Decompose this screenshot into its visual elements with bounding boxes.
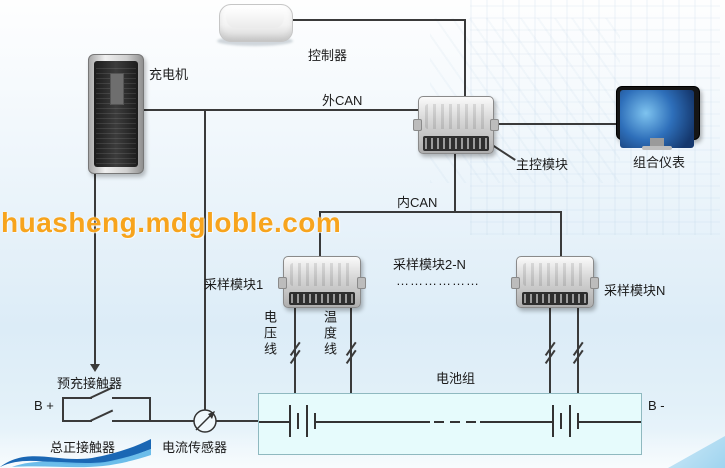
wire-internal-can-bus [319,211,562,213]
bottom-left-logo-swoosh [0,439,151,468]
ecu-ribs [290,263,354,286]
ecu-mounting-tab [511,277,520,289]
charger-label: 充电机 [149,67,189,82]
wire-main-positive-left [62,420,92,422]
ecu-ribs [523,263,587,286]
current-sensor-symbol [193,409,217,433]
ecu-connector [423,136,489,151]
battery-plate-short [560,413,562,429]
battery-plate-long [552,405,554,437]
wire-module-to-instrument [492,123,616,125]
battery-wire [316,421,430,423]
wire-to-battery-positive [112,420,258,422]
battery-wire-dash [450,421,460,423]
battery-pack-label: 电池组 [436,371,476,386]
external-can-label: 外CAN [322,93,363,108]
site-watermark: huasheng.mdgloble.com [1,207,342,238]
b-plus-terminal-label: B + [34,398,54,413]
controller-topface [226,7,284,28]
ecu-mounting-tab [490,119,499,132]
battery-wire [480,421,552,423]
wire-loop-left [62,397,64,422]
battery-wire-dash [434,421,444,423]
current-sensor-label: 电流传感器 [162,440,228,455]
instrument-cluster-device [616,86,700,152]
wire-charger-power-vertical [204,109,206,410]
instrument-stand [650,138,664,146]
controller-device [213,4,297,46]
battery-wire-dash [466,421,476,423]
instrument-base [642,146,672,150]
wire-precharge-left [62,397,92,399]
voltage-line-label: 电压线 [262,310,277,358]
ecu-ribs [424,103,488,130]
ecu-connector [521,292,589,305]
battery-plate-long [306,405,308,437]
sampling-module-1-device [278,256,366,308]
main-control-module-label: 主控模块 [516,157,569,172]
main-control-module-device [413,96,499,154]
ecu-mounting-tab [413,119,422,132]
ecu-mounting-tab [590,277,599,289]
ecu-mounting-tab [278,277,287,289]
battery-wire [259,421,289,423]
ecu-mounting-tab [357,277,366,289]
controller-label: 控制器 [308,48,348,63]
wire-drop-sampling-n [560,211,562,257]
wire-loop-right [149,397,151,422]
internal-can-label: 内CAN [397,195,438,210]
wire-external-can [142,109,419,111]
sampling-module-2n-label: 采样模块2-N [393,257,466,272]
temperature-line-label: 温度线 [322,310,337,358]
wire-charger-to-contactors [94,172,96,364]
b-minus-terminal-label: B - [648,398,665,413]
main-positive-contactor-label: 总正接触器 [50,440,116,455]
battery-plate-short [297,413,299,429]
sampling-module-n-label: 采样模块N [604,283,666,298]
charger-device [88,54,144,174]
sampling-module-2n-dots: ……………… [396,273,480,288]
precharge-contactor-label: 预充接触器 [57,376,123,391]
sampling-module-n-device [511,256,599,308]
wire-controller-horizontal [293,19,465,21]
wire-precharge-right [112,397,150,399]
wire-module-to-internal-can [454,152,456,212]
battery-plate-short [314,413,316,429]
wire-drop-sampling-1 [319,211,321,257]
wire-controller-drop [464,19,466,98]
charger-screen [110,73,124,105]
ecu-connector [288,292,356,305]
arrow-down-icon [90,364,100,372]
battery-plate-short [577,413,579,429]
battery-plate-long [289,405,291,437]
main-positive-contactor-switch [89,409,113,422]
battery-wire [579,421,641,423]
sampling-module-1-label: 采样模块1 [204,277,264,292]
instrument-cluster-label: 组合仪表 [633,155,686,170]
battery-pack-box [258,393,642,455]
battery-plate-long [569,405,571,437]
